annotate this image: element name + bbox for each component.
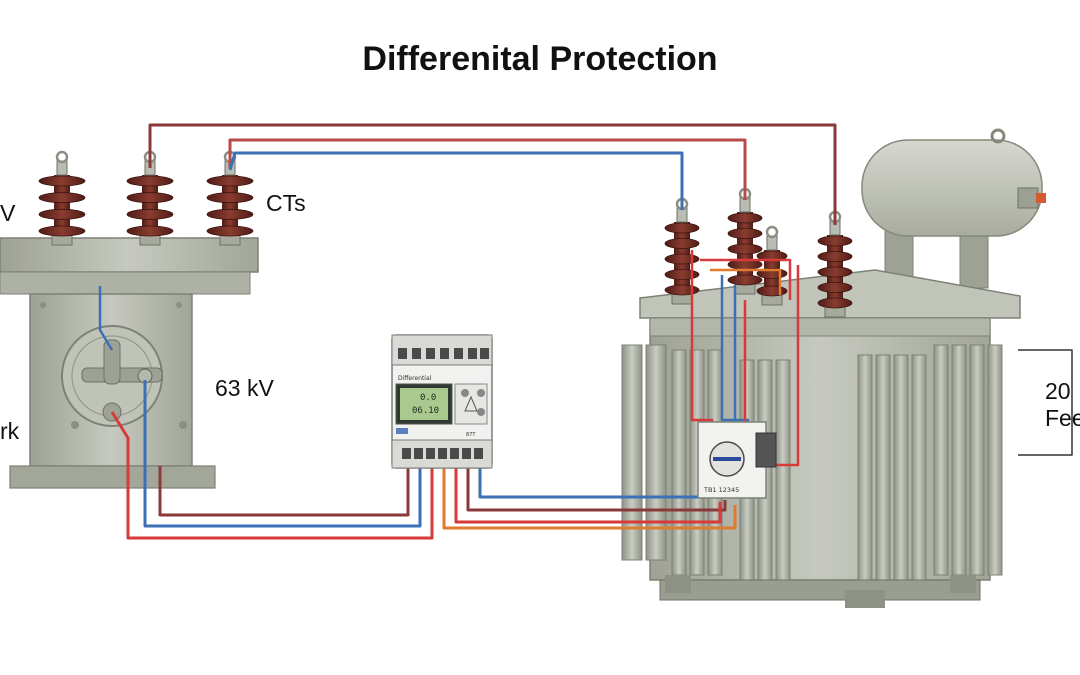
wire-top-blue	[228, 151, 684, 210]
label-left-network: rk	[0, 418, 20, 444]
label-right-voltage: 20	[1045, 378, 1071, 404]
wire-relay-dark-red	[466, 466, 727, 512]
left-bushing-1	[38, 150, 86, 246]
relay-lcd-line2: 06.10	[412, 406, 439, 416]
relay-lcd	[400, 388, 448, 420]
wire-relay-red	[454, 466, 722, 524]
left-top-cover	[0, 237, 259, 273]
left-ct-transformer	[0, 237, 259, 489]
terminal-block[interactable]: TB1 12345	[697, 421, 777, 499]
relay-indicator-led	[396, 428, 408, 434]
relay-brand: Differential	[398, 375, 432, 382]
right-bushings	[664, 187, 853, 318]
left-bushings	[38, 150, 254, 246]
relay-bottom-terminals	[402, 448, 483, 459]
label-hv-voltage: 63 kV	[215, 375, 274, 401]
terminal-plug	[755, 432, 777, 468]
label-left-voltage: V	[0, 200, 16, 226]
left-bottom-rail	[9, 465, 216, 489]
relay-side-text: 87T	[466, 432, 476, 438]
tank-base	[659, 579, 981, 601]
relay-button[interactable]	[477, 408, 485, 416]
terminal-block-label: TB1 12345	[703, 486, 739, 494]
wire-left-dark-red	[158, 466, 410, 517]
left-top-flange	[0, 271, 251, 295]
differential-relay[interactable]: Differential 0.0 06.10 87T	[391, 334, 493, 469]
wiring	[98, 123, 1073, 540]
wire-relay-orange	[442, 466, 737, 530]
wire-top-dark-red	[148, 123, 837, 225]
warning-icon	[464, 395, 478, 412]
relay-top-terminals	[398, 348, 489, 359]
wire-left-blue-top	[98, 286, 114, 351]
page-title: Differenital Protection	[362, 40, 718, 78]
hv-bushing-1	[664, 197, 700, 305]
relay-button[interactable]	[477, 389, 485, 397]
hv-bushing-3	[817, 210, 853, 318]
wire-left-blue	[143, 380, 422, 528]
wire-top-red	[228, 138, 747, 200]
radiator-fins	[621, 344, 1003, 591]
left-bushing-2	[126, 150, 174, 246]
hv-bushing-2	[727, 187, 763, 295]
power-transformer	[621, 128, 1046, 608]
relay-button[interactable]	[461, 389, 469, 397]
conservator-tank	[861, 139, 1043, 237]
wire-left-red	[110, 411, 434, 540]
label-cts: CTs	[266, 190, 306, 216]
relay-lcd-line1: 0.0	[420, 393, 436, 403]
conservator-valve	[1036, 193, 1046, 203]
label-right-feeder: Fee	[1045, 405, 1080, 431]
